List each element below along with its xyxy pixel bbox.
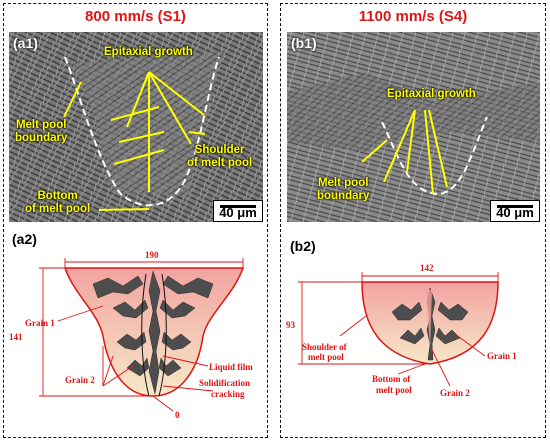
a1-shoulder-label: Shoulder of melt pool	[187, 144, 252, 170]
a2-grain2-label: Grain 2	[65, 375, 95, 385]
micrograph-a1-texture	[9, 32, 263, 222]
schematic-a2-label: (a2)	[12, 231, 37, 247]
b2-width-value: 142	[420, 263, 434, 273]
micrograph-b1-texture	[287, 32, 540, 222]
left-panel-frame	[3, 3, 268, 438]
a2-liquid-film-label: Liquid film	[209, 362, 253, 372]
a2-width-value: 190	[145, 250, 159, 260]
b1-scale-bar: 40 μm	[490, 200, 540, 222]
a1-boundary-line2: boundary	[15, 132, 68, 144]
b2-bottom-line1: Bottom of	[372, 374, 411, 384]
b1-boundary-label: Melt pool boundary	[317, 177, 369, 203]
a1-scale-text: 40 μm	[219, 205, 257, 220]
a1-boundary-line1: Melt pool	[15, 119, 67, 131]
right-panel-title: 1100 mm/s (S4)	[358, 8, 468, 25]
schematic-b2-label: (b2)	[290, 238, 316, 254]
b1-scale-text: 40 μm	[496, 205, 534, 220]
a1-bottom-label: Bottom of melt pool	[25, 190, 90, 216]
a1-boundary-label: Melt pool boundary	[15, 119, 67, 145]
b2-grain2-label: Grain 2	[440, 388, 470, 398]
a2-grain1-label: Grain 1	[25, 318, 55, 328]
a1-scale-bar-line	[220, 205, 256, 208]
micrograph-b1: (b1) Epitaxial growth Melt pool boundary…	[287, 32, 540, 222]
b1-scale-bar-line	[497, 205, 533, 208]
right-panel-frame	[280, 3, 546, 438]
micrograph-a1-label: (a1)	[13, 35, 38, 51]
a1-bottom-line2: of melt pool	[25, 203, 91, 215]
a2-depth-value: 141	[9, 332, 23, 342]
a1-shoulder-line1: Shoulder	[194, 144, 245, 156]
a2-zero-label: 0	[175, 410, 180, 420]
b1-boundary-line2: boundary	[317, 190, 370, 202]
schematic-a2: 190 141 Grain 1 Grain 2 Liquid film Soli…	[9, 250, 253, 420]
b1-epitaxial-label: Epitaxial growth	[387, 88, 476, 100]
b2-shoulder-line1: Shoulder of	[302, 342, 348, 352]
a2-crack-line1: Solidification	[199, 378, 250, 388]
schematic-b2: 142 93 Shoulder of melt pool Grain 1 Bot…	[286, 263, 517, 398]
b1-boundary-line1: Melt pool	[317, 177, 369, 189]
micrograph-b1-label: (b1)	[291, 35, 317, 51]
left-panel-title: 800 mm/s (S1)	[85, 8, 186, 25]
micrograph-a1: (a1) Epitaxial growth Melt pool boundary…	[9, 32, 263, 222]
b2-grain1-label: Grain 1	[487, 351, 517, 361]
b2-depth-value: 93	[286, 320, 296, 330]
a2-crack-line2: cracking	[211, 389, 245, 399]
b2-bottom-line2: melt pool	[376, 385, 412, 395]
a1-scale-bar: 40 μm	[213, 200, 263, 222]
b2-shoulder-line2: melt pool	[308, 352, 344, 362]
a1-bottom-line1: Bottom	[37, 190, 78, 202]
a1-shoulder-line2: of melt pool	[187, 157, 253, 169]
a1-epitaxial-label: Epitaxial growth	[104, 46, 193, 58]
